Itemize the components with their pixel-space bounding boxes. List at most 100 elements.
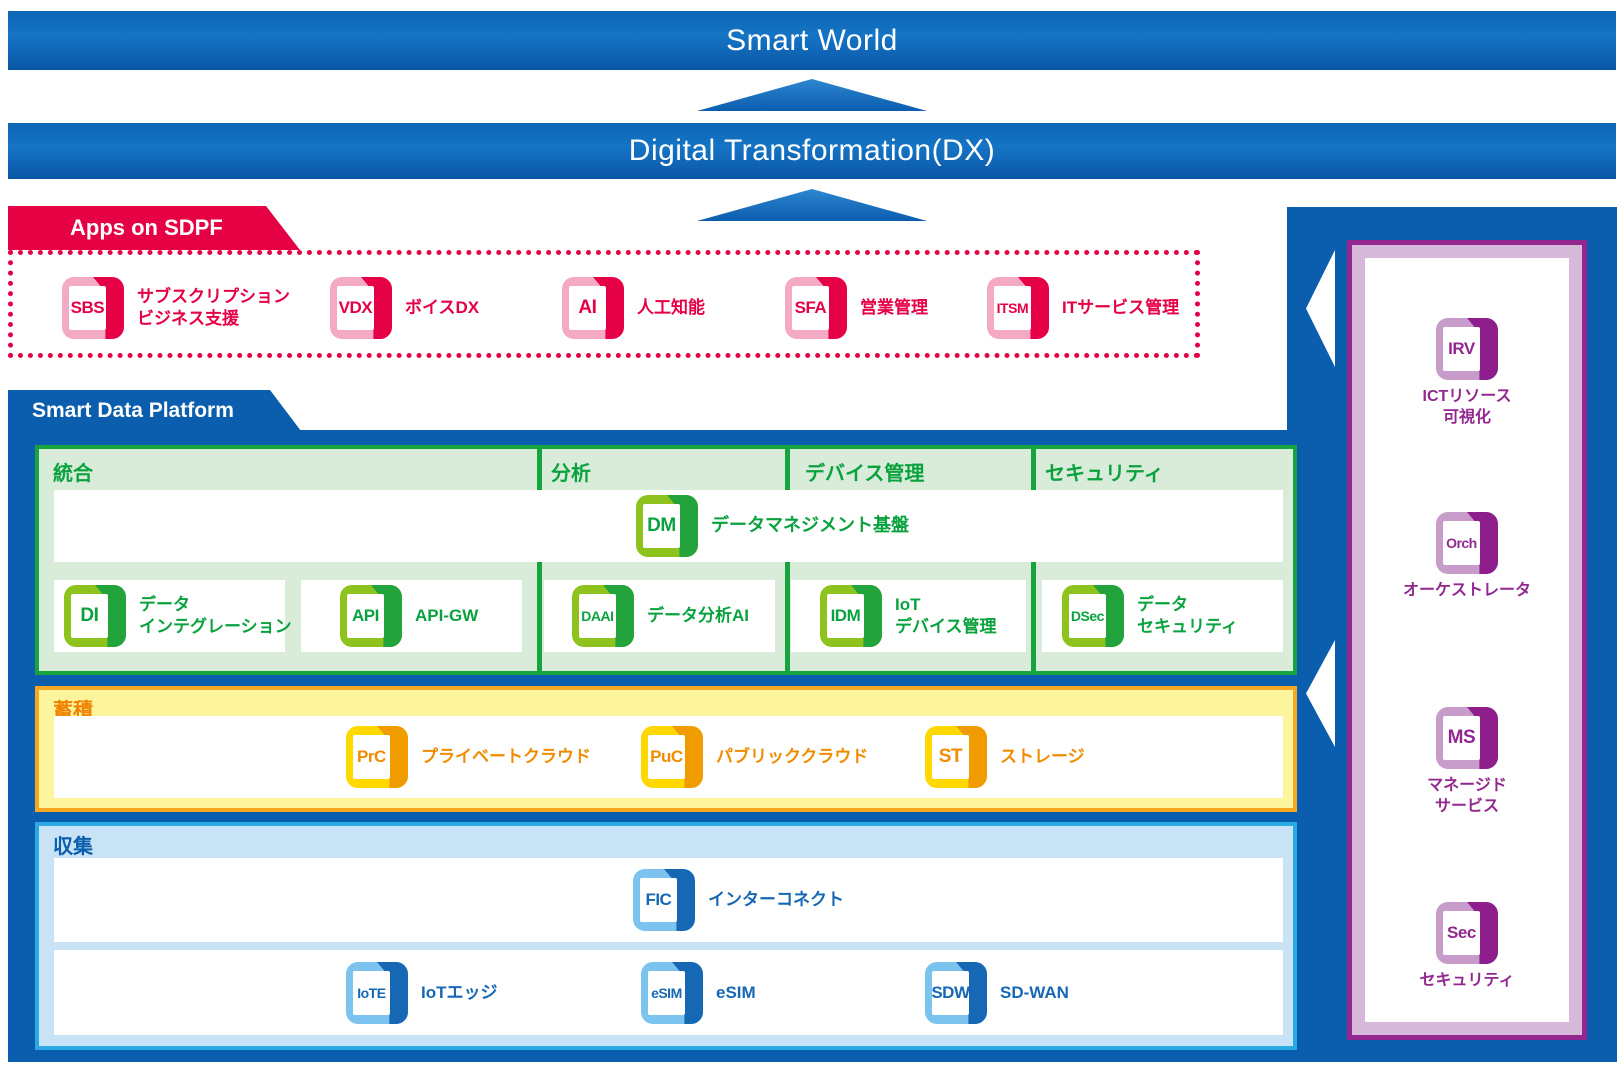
idm-label: IoT デバイス管理 [895, 594, 997, 636]
sbs-app-icon: SBS [62, 277, 124, 339]
prc-code: PrC [352, 735, 390, 779]
irv-icon: IRV [1436, 318, 1498, 380]
dsec-code: DSec [1068, 594, 1106, 638]
sbs-label: サブスクリプション ビジネス支援 [137, 286, 290, 328]
service-api: API API-GW [340, 585, 478, 647]
service-sdw: SDW SD-WAN [925, 962, 1069, 1024]
service-dsec: DSec データ セキュリティ [1062, 585, 1238, 647]
vdx-label: ボイスDX [405, 297, 480, 317]
irv-code: IRV [1442, 327, 1480, 371]
column-header-security: セキュリティ [1045, 463, 1164, 485]
app-item-sfa: SFA 営業管理 [785, 277, 928, 339]
sec-code: Sec [1442, 911, 1480, 955]
collection-section-title: 収集 [53, 836, 93, 858]
service-puc: PuC パブリッククラウド [641, 726, 868, 788]
di-code: DI [70, 594, 108, 638]
management-side-panel-inner: IRV ICTリソース 可視化 Orch オーケストレータ MS マネージド サ… [1365, 258, 1569, 1022]
dsec-label: データ セキュリティ [1137, 594, 1238, 636]
apps-on-sdpf-label: Apps on SDPF [70, 215, 223, 240]
api-code: API [346, 594, 384, 638]
column-header-analytics: 分析 [551, 463, 591, 485]
sdw-label: SD-WAN [1000, 982, 1069, 1002]
puc-icon: PuC [641, 726, 703, 788]
orch-code: Orch [1442, 521, 1480, 565]
prc-label: プライベートクラウド [421, 746, 591, 766]
side-item-orch: Orch オーケストレータ [1365, 512, 1569, 602]
app-item-ai: AI 人工知能 [562, 277, 705, 339]
idm-code: IDM [826, 594, 864, 638]
fic-label: インターコネクト [708, 889, 844, 909]
esim-code: eSIM [647, 971, 685, 1015]
sfa-code: SFA [791, 286, 829, 330]
service-prc: PrC プライベートクラウド [346, 726, 591, 788]
di-label: データ インテグレーション [139, 594, 292, 636]
service-esim: eSIM eSIM [641, 962, 756, 1024]
puc-label: パブリッククラウド [716, 746, 869, 766]
esim-label: eSIM [716, 982, 756, 1002]
sbs-code: SBS [68, 286, 106, 330]
dm-code: DM [642, 504, 680, 548]
side-item-sec: Sec セキュリティ [1365, 902, 1569, 992]
st-icon: ST [925, 726, 987, 788]
iote-label: IoTエッジ [421, 982, 498, 1002]
service-iote: IoTE IoTエッジ [346, 962, 498, 1024]
apps-on-sdpf-tab: Apps on SDPF [8, 206, 300, 250]
orch-label: オーケストレータ [1402, 582, 1531, 599]
itsm-app-icon: ITSM [987, 277, 1049, 339]
up-arrow-icon [697, 79, 927, 111]
sec-label: セキュリティ [1419, 972, 1515, 989]
prc-icon: PrC [346, 726, 408, 788]
itsm-code: ITSM [993, 286, 1031, 330]
irv-label: ICTリソース 可視化 [1422, 388, 1512, 426]
st-code: ST [931, 735, 969, 779]
ai-app-icon: AI [562, 277, 624, 339]
ai-code: AI [568, 286, 606, 330]
vdx-code: VDX [336, 286, 374, 330]
up-arrow-icon [697, 189, 927, 221]
side-item-irv: IRV ICTリソース 可視化 [1365, 318, 1569, 429]
idm-icon: IDM [820, 585, 882, 647]
ai-label: 人工知能 [637, 297, 705, 317]
iote-code: IoTE [352, 971, 390, 1015]
ms-icon: MS [1436, 707, 1498, 769]
management-side-panel: IRV ICTリソース 可視化 Orch オーケストレータ MS マネージド サ… [1347, 240, 1587, 1040]
smart-world-title: Smart World [726, 23, 898, 57]
fic-icon: FIC [633, 869, 695, 931]
daai-label: データ分析AI [647, 605, 749, 625]
daai-code: DAAI [578, 594, 616, 638]
sdw-code: SDW [931, 971, 970, 1015]
dx-title: Digital Transformation(DX) [628, 134, 996, 167]
di-icon: DI [64, 585, 126, 647]
sfa-app-icon: SFA [785, 277, 847, 339]
column-header-integration: 統合 [53, 463, 93, 485]
itsm-label: ITサービス管理 [1062, 297, 1180, 317]
ms-code: MS [1442, 716, 1480, 760]
fic-code: FIC [639, 878, 677, 922]
puc-code: PuC [647, 735, 685, 779]
api-cell [301, 580, 522, 652]
column-header-device-mgmt: デバイス管理 [805, 463, 925, 485]
service-dm: DM データマネジメント基盤 [636, 495, 909, 557]
iote-icon: IoTE [346, 962, 408, 1024]
smart-data-platform-label: Smart Data Platform [32, 398, 234, 422]
app-item-itsm: ITSM ITサービス管理 [987, 277, 1179, 339]
service-st: ST ストレージ [925, 726, 1085, 788]
sfa-label: 営業管理 [860, 297, 928, 317]
dsec-icon: DSec [1062, 585, 1124, 647]
app-item-vdx: VDX ボイスDX [330, 277, 479, 339]
st-label: ストレージ [1000, 746, 1085, 766]
dx-banner: Digital Transformation(DX) [8, 123, 1616, 179]
ms-label: マネージド サービス [1427, 777, 1507, 815]
api-label: API-GW [415, 605, 479, 625]
sec-icon: Sec [1436, 902, 1498, 964]
esim-icon: eSIM [641, 962, 703, 1024]
service-fic: FIC インターコネクト [633, 869, 844, 931]
api-icon: API [340, 585, 402, 647]
smart-world-banner: Smart World [8, 11, 1616, 70]
daai-icon: DAAI [572, 585, 634, 647]
smart-data-platform-tab: Smart Data Platform [8, 390, 301, 431]
vdx-app-icon: VDX [330, 277, 392, 339]
dm-label: データマネジメント基盤 [711, 515, 909, 536]
app-item-sbs: SBS サブスクリプション ビジネス支援 [62, 277, 290, 339]
